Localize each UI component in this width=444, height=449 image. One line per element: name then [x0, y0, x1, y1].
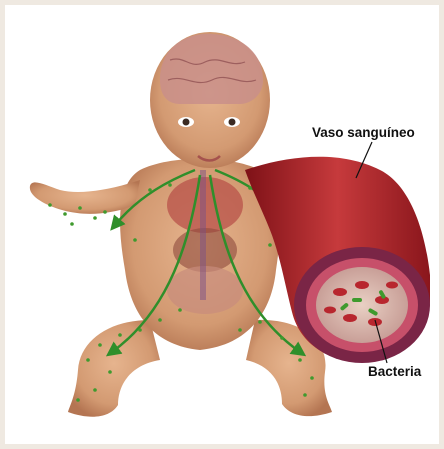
left-arm: [30, 180, 140, 214]
vessel-label: Vaso sanguíneo: [312, 125, 415, 140]
left-leg: [68, 320, 160, 417]
brain: [160, 34, 263, 104]
vessel-lumen: [316, 267, 408, 343]
bacteria-label: Bacteria: [368, 364, 421, 379]
